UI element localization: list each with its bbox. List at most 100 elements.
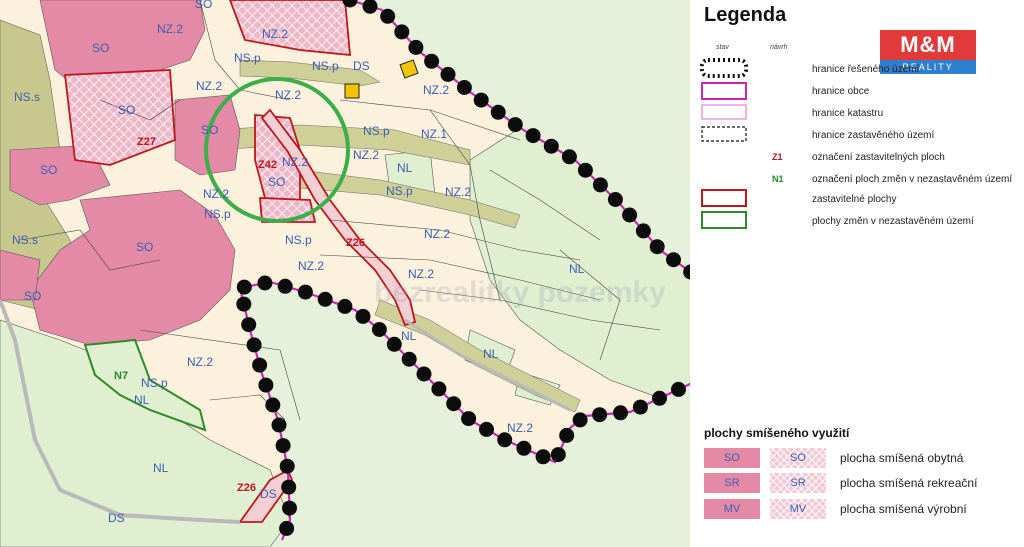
ns-p-strip-3 [239,59,381,87]
boundary-dot [431,381,447,397]
legend-item: hranice katastru [812,108,884,119]
legend-item: plochy změn v nezastavěném území [812,216,974,227]
label-so: SO [92,41,109,55]
boundary-dot [317,291,333,307]
boundary-dot [490,104,506,120]
label-z42: Z42 [258,159,277,171]
boundary-dot [355,308,371,324]
boundary-dot [550,447,566,463]
boundary-dot [622,207,638,223]
label-nsp: NS.p [234,51,261,65]
mixed-use-row: SO SO plocha smíšená obytná [704,448,1004,468]
mixed-swatch-proposed: MV [770,499,826,519]
boundary-dot [446,396,462,412]
mixed-swatch-proposed: SR [770,473,826,493]
label-so: SO [201,123,218,137]
boundary-dot [281,479,297,495]
road-left [0,299,241,524]
label-so: SO [195,0,212,11]
boundary-dot [440,66,456,82]
parcel-lines [19,0,661,421]
boundary-dot [277,278,293,294]
boundary-dot [461,411,477,427]
boundary-dot [592,177,608,193]
boundary-dot [497,432,513,448]
agency-logo: M&M REALITY [880,30,976,76]
legend-z-sample: Z1 [772,152,783,162]
map-labels: SO SO SO SO SO SO SO SO NZ.2 NZ.2 NZ.2 N… [12,0,585,525]
label-so: SO [268,175,285,189]
boundary-dot [279,520,295,536]
boundary-dot [525,128,541,144]
boundary-dot [561,149,577,165]
so-area-big [29,189,236,346]
boundary-dot [342,0,358,8]
boundary-dot [271,417,287,433]
boundary-dot [236,296,252,312]
n7-area [83,338,207,432]
label-nz: NZ.2 [423,83,449,97]
label-nsp: NS.p [312,59,339,73]
boundary-dot [592,407,608,423]
label-nz: NZ.2 [203,187,229,201]
legend-n-sample: N1 [772,174,784,184]
boundary-dot [394,24,410,40]
label-ds: DS [260,487,277,501]
boundary-dot [257,275,273,291]
label-nl: NL [483,347,499,361]
boundary-dot [265,397,281,413]
watermark: bezrealitky pozemky [374,276,666,309]
label-so: SO [24,289,41,303]
boundary-dot [607,192,623,207]
boundary-dot [424,53,440,69]
label-z27: Z27 [137,136,156,148]
label-nsp: NS.p [204,207,231,221]
label-so: SO [40,163,57,177]
label-so: SO [136,240,153,254]
label-so: SO [118,103,135,117]
legend-samples [700,58,748,229]
boundary-dot [282,500,297,516]
label-nz: NZ.2 [445,185,471,199]
boundary-dot [479,421,494,437]
solved-boundary-dots [236,0,747,536]
boundary-dot [297,284,313,300]
boundary-dot [577,162,593,178]
label-ds: DS [108,511,125,525]
mixed-use-label: plocha smíšená obytná [840,451,964,465]
z26-corridor-lower [238,468,294,523]
boundary-dot [652,390,667,406]
label-nz: NZ.2 [157,22,183,36]
label-nz: NZ.2 [507,421,533,435]
label-nss: NS.s [12,233,38,247]
legend-item: hranice zastavěného území [812,130,935,141]
label-z26: Z26 [237,482,256,494]
ns-p-strip-4 [374,299,581,413]
legend-item: N1 označení ploch změn v nezastavěném úz… [772,174,1013,185]
marker-yellow-1 [399,59,419,79]
mixed-use-row: MV MV plocha smíšená výrobní [704,499,1004,519]
mixed-swatch-existing: MV [704,499,760,519]
legend-title: Legenda [704,4,787,26]
legend-item: hranice obce [812,86,870,97]
label-nl: NL [153,461,169,475]
boundary-dot [473,92,489,108]
label-nl: NL [134,393,150,407]
z26-corridor [260,108,417,327]
boundary-dot [252,357,268,373]
boundary-dot [380,8,396,24]
label-nsp: NS.p [386,184,413,198]
label-nz: NZ.2 [408,267,434,281]
logo-bottom-text: REALITY [880,60,976,74]
legend-item: hranice řešeného území [812,64,920,75]
label-nss: NS.s [14,90,40,104]
label-nz: NZ.1 [421,127,447,141]
label-nz: NZ.2 [353,148,379,162]
nl-forest-left [0,319,291,547]
label-nz: NZ.2 [262,27,288,41]
so-area-left-strip [0,249,41,301]
label-ds: DS [353,59,370,73]
mixed-use-row: SR SR plocha smíšená rekreační [704,473,1004,493]
mixed-use-label: plocha smíšená výrobní [840,502,967,516]
